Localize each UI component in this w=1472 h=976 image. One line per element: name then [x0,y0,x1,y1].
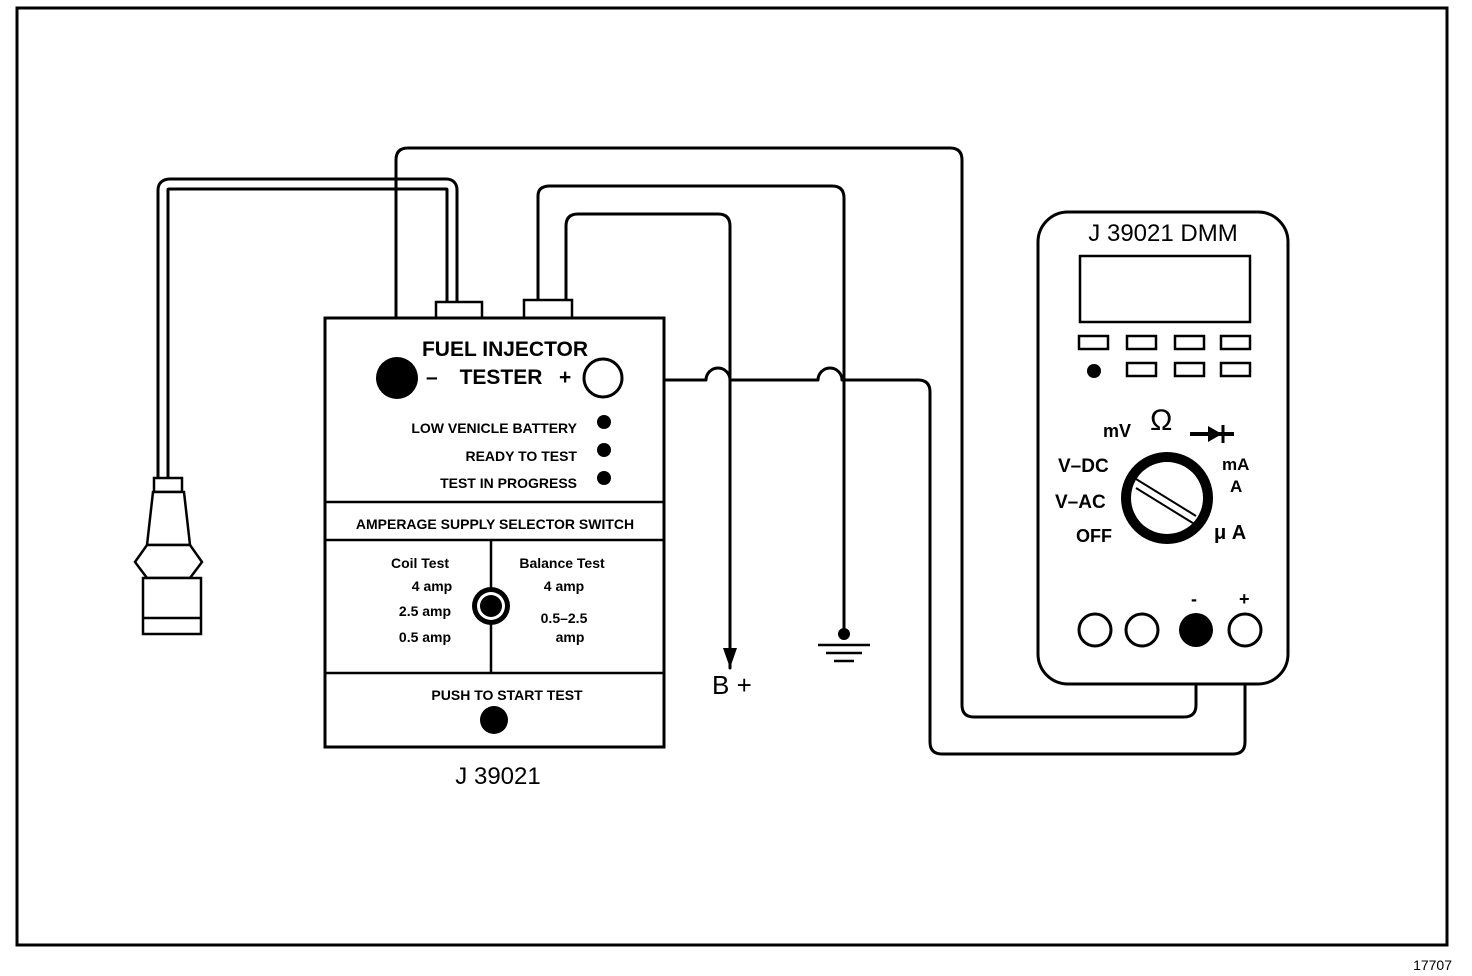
coil-option-0-5amp: 0.5 amp [399,629,451,645]
balance-option-range-unit: amp [556,629,585,645]
dmm-jack-negative[interactable] [1179,613,1213,647]
dmm-button-4[interactable] [1219,334,1252,351]
indicator-in-progress-label: TEST IN PROGRESS [440,475,577,491]
figure-number: 17707 [1413,957,1452,973]
coil-test-label: Coil Test [391,555,449,571]
coil-option-4amp: 4 amp [412,578,452,594]
diagram-frame [15,6,1449,947]
push-to-start-button[interactable] [480,706,508,734]
balance-option-range: 0.5–2.5 [541,610,588,626]
dmm-button-5[interactable] [1125,361,1158,378]
dial-label-vdc: V–DC [1058,456,1109,477]
balance-option-4amp: 4 amp [544,578,584,594]
injector-connector-icon [133,476,204,636]
dmm-title: J 39021 DMM [1088,220,1237,247]
indicator-in-progress-led [597,471,611,485]
battery-positive-label: B + [712,670,752,700]
dial-label-ohm: Ω [1150,404,1172,437]
tester-positive-jack[interactable] [582,357,624,399]
dmm-jack-positive[interactable] [1227,612,1263,648]
indicator-low-battery-led [597,415,611,429]
tester-model-label: J 39021 [455,763,540,790]
dmm-button-1[interactable] [1077,334,1110,351]
dmm-button-3[interactable] [1173,334,1206,351]
dial-label-a: A [1230,477,1242,496]
tester-minus-sign: – [426,366,438,389]
dial-label-ma: mA [1222,455,1249,474]
ground-symbol-icon [818,628,870,663]
power-lead-cable [536,184,846,670]
negative-test-lead [394,146,1198,719]
dmm-jack-1[interactable] [1077,612,1113,648]
coil-option-2-5amp: 2.5 amp [399,603,451,619]
dmm-button-2[interactable] [1125,334,1158,351]
push-to-start-label: PUSH TO START TEST [431,687,583,703]
balance-test-label: Balance Test [519,555,605,571]
dial-label-ua: μ A [1214,522,1246,544]
injector-harness-cable [156,177,459,495]
dmm-power-indicator [1087,364,1101,378]
indicator-ready-led [597,443,611,457]
tester-plus-sign: + [559,366,571,389]
tester-negative-jack[interactable] [376,357,418,399]
dial-label-off: OFF [1076,526,1112,546]
dmm-display [1078,254,1252,324]
fuel-injector-tester: FUEL INJECTOR TESTER – + LOW VENICLE BAT… [323,316,666,749]
diode-icon [1190,425,1234,443]
arrow-down-icon [723,648,737,668]
selector-heading: AMPERAGE SUPPLY SELECTOR SWITCH [356,516,634,532]
jack-plus-label: + [1239,589,1250,609]
indicator-low-battery-label: LOW VENICLE BATTERY [411,420,577,436]
digital-multimeter: J 39021 DMM mV Ω V–DC V–AC OFF mA A μ A … [1036,210,1290,686]
dial-label-vac: V–AC [1055,492,1106,513]
tester-title-line2: TESTER [460,366,543,389]
positive-test-lead [620,366,1247,756]
dial-label-mv: mV [1103,421,1131,441]
tester-harness-port [434,300,484,321]
tester-title-line1: FUEL INJECTOR [422,338,588,361]
jack-minus-label: - [1191,589,1197,609]
amperage-selector-knob[interactable] [472,587,510,625]
tester-power-port [522,298,574,320]
dmm-button-7[interactable] [1219,361,1252,378]
dmm-rotary-dial[interactable] [1121,452,1213,544]
indicator-ready-label: READY TO TEST [465,448,577,464]
dmm-button-6[interactable] [1173,361,1206,378]
dmm-jack-2[interactable] [1124,612,1160,648]
